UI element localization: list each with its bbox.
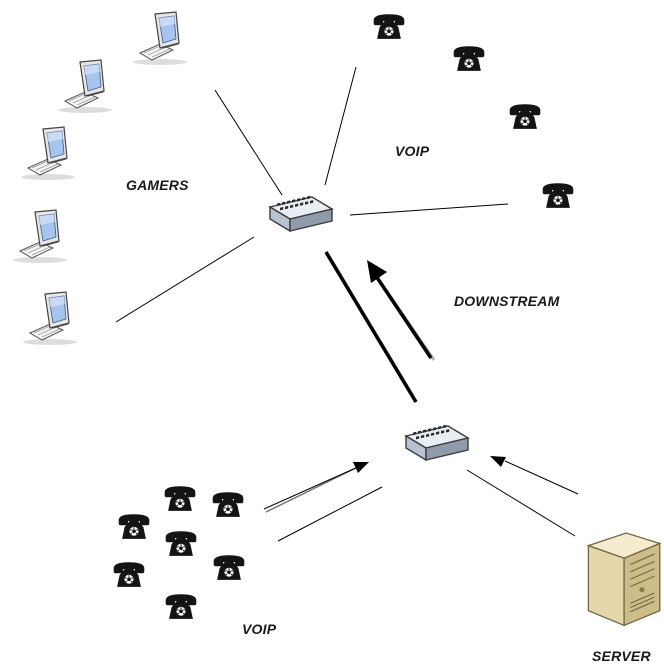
downstream-arrow [367,260,436,361]
phone-icon [113,562,145,587]
arrow-icon [353,462,369,473]
voip-bottom-label: VOIP [242,621,277,637]
link-voip-upper [324,66,357,186]
server-arrow-line [504,460,579,495]
server-label: SERVER [592,648,651,664]
link-gamers-upper [214,89,283,196]
voip-top-label: VOIP [395,143,430,159]
computer-icon [12,209,68,264]
phone-icon [118,514,150,539]
phone-icon [509,104,541,129]
link-gamer-lower-upper [115,236,255,323]
downstream-label: DOWNSTREAM [454,293,560,309]
trunk-link [324,251,418,403]
phone-icon [165,531,197,556]
switch-icon [269,195,333,232]
phone-icon [213,555,245,580]
computer-icon [132,11,188,66]
arrow-icon [367,260,387,283]
phone-icon [165,594,197,619]
link-server-lower [466,469,576,537]
phone-icon [453,46,485,71]
phone-icon [164,486,196,511]
server-icon [587,532,661,627]
computer-icon [20,126,76,181]
gamers-label: GAMERS [126,177,189,193]
phone-icon [542,183,574,208]
arrow-icon [490,456,506,467]
phone-icon [212,492,244,517]
link-voip-lower [277,486,383,542]
switch-icon [405,424,469,461]
upper-switch-links [115,66,509,323]
link-voip-phone-upper [349,203,509,216]
computer-icon [22,291,78,346]
phone-icon [373,14,405,39]
voip-arrow-line [263,466,359,510]
computer-icon [57,59,113,114]
lower-switch-links [263,460,579,542]
